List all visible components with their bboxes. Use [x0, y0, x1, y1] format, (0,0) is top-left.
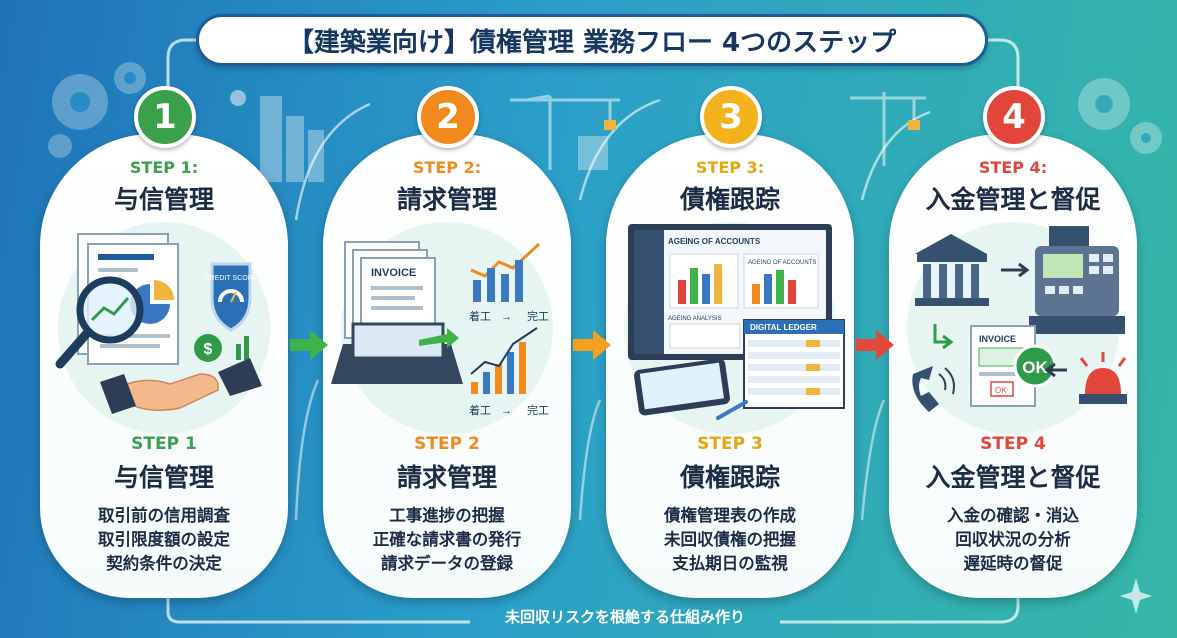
step-bottom-label: STEP 3: [697, 434, 763, 454]
end-label: 完工: [527, 309, 549, 323]
step-bottom-label: STEP 4: [980, 434, 1046, 454]
step-card-3: STEP 3: 債権跟踪 AGEING OF ACCOUNTS AGEING O…: [606, 134, 854, 598]
step-top-label: STEP 3:: [695, 158, 765, 177]
crane-icon: [510, 94, 620, 170]
step-item: 取引限度額の設定: [98, 530, 230, 549]
step-top-label: STEP 2:: [412, 158, 482, 177]
city-buildings-icon: [230, 90, 324, 182]
ok-stamp-small: OK: [995, 386, 1007, 395]
start-label: 着工: [469, 309, 491, 323]
step-number-badge-2: 2: [417, 86, 479, 148]
end-label: 完工: [527, 403, 549, 417]
step-item: 遅延時の督促: [963, 554, 1063, 573]
step-item: 正確な請求書の発行: [372, 530, 522, 549]
step-item: 工事進捗の把握: [389, 506, 505, 525]
step-item: 請求データの登録: [381, 554, 513, 573]
arrow-right-icon: [573, 330, 611, 360]
step-card-4: STEP 4: 入金管理と督促 INVOICE OK OK STEP 4 入金管: [889, 134, 1137, 598]
step-top-title: 入金管理と督促: [925, 185, 1101, 214]
dashboard-illustration: AGEING OF ACCOUNTS AGEING OF ACCOUNTS AG…: [628, 224, 845, 420]
ledger-label: DIGITAL LEDGER: [750, 323, 817, 332]
invoice-label: INVOICE: [371, 267, 416, 279]
step-card-2: STEP 2: 請求管理 INVOICE 着工 → 完工 着工 → 完工 STE…: [323, 134, 571, 598]
ok-stamp: OK: [1022, 358, 1048, 377]
step-top-label: STEP 1:: [129, 158, 199, 177]
step-top-title: 与信管理: [113, 185, 214, 214]
gear-icon: [1078, 78, 1162, 154]
step-description: 債権管理表の作成 未回収債権の把握 支払期日の監視: [606, 504, 854, 576]
step-description: 入金の確認・消込 回収状況の分析 遅延時の督促: [889, 504, 1137, 576]
arrow-glyph: →: [501, 311, 512, 323]
step-card-1: STEP 1: 与信管理 CREDIT SCORE $ STEP 1 与信管理 …: [40, 134, 288, 598]
step-number-badge-1: 1: [134, 86, 196, 148]
analysis-label: AGEING ANALYSIS: [668, 316, 722, 322]
step-number-badge-4: 4: [983, 86, 1045, 148]
credit-score-label: CREDIT SCORE: [205, 275, 258, 282]
step-description: 取引前の信用調査 取引限度額の設定 契約条件の決定: [40, 504, 288, 576]
invoice-label: INVOICE: [979, 334, 1016, 344]
bottom-caption: 未回収リスクを根絶する仕組み作り: [504, 608, 745, 626]
page-title: 【建築業向け】債権管理 業務フロー 4つのステップ: [196, 14, 988, 66]
step-item: 支払期日の監視: [672, 554, 788, 573]
step-item: 入金の確認・消込: [947, 506, 1079, 525]
step-bottom-title: 入金管理と督促: [925, 463, 1101, 492]
dollar-icon: $: [204, 341, 213, 358]
step-number-badge-3: 3: [700, 86, 762, 148]
gear-icon: [48, 62, 146, 158]
step-item: 契約条件の決定: [106, 554, 222, 573]
payment-collection-illustration: INVOICE OK OK: [912, 226, 1127, 412]
step-item: 取引前の信用調査: [98, 506, 230, 525]
arrow-right-icon: [290, 330, 328, 360]
start-label: 着工: [469, 403, 491, 417]
step-item: 回収状況の分析: [955, 530, 1071, 549]
sparkle-icon: [1120, 578, 1152, 614]
step-bottom-title: 請求管理: [396, 463, 497, 492]
step-bottom-title: 与信管理: [113, 463, 214, 492]
step-description: 工事進捗の把握 正確な請求書の発行 請求データの登録: [323, 504, 571, 576]
arrow-glyph: →: [501, 405, 512, 417]
step-bottom-title: 債権跟踪: [679, 463, 780, 492]
credit-check-illustration: CREDIT SCORE $: [55, 233, 262, 414]
step-item: 未回収債権の把握: [664, 530, 796, 549]
step-top-label: STEP 4:: [978, 158, 1048, 177]
step-bottom-label: STEP 1: [131, 434, 197, 454]
step-bottom-label: STEP 2: [414, 434, 480, 454]
invoice-illustration: INVOICE 着工 → 完工 着工 → 完工: [331, 241, 549, 417]
crane-icon: [850, 92, 926, 166]
ageing-label: AGEING OF ACCOUNTS: [748, 260, 816, 266]
ageing-label: AGEING OF ACCOUNTS: [668, 237, 761, 246]
arrow-right-icon: [856, 330, 894, 360]
step-item: 債権管理表の作成: [664, 506, 796, 525]
step-top-title: 請求管理: [396, 185, 497, 214]
step-top-title: 債権跟踪: [679, 185, 780, 214]
